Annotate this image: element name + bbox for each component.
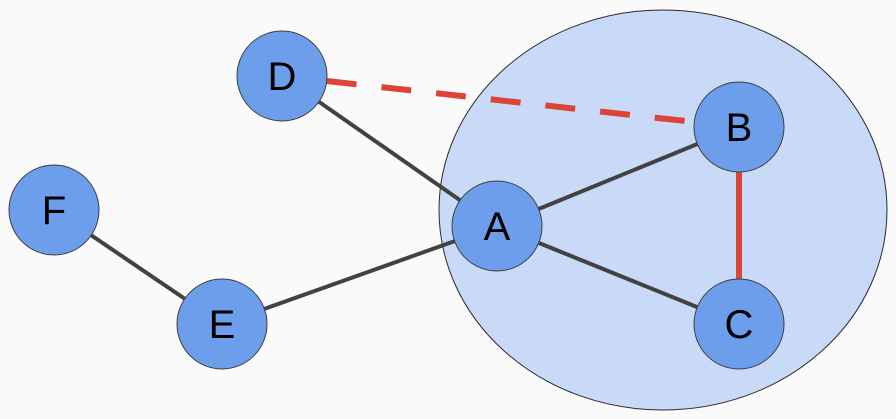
- node-circle: [451, 180, 543, 272]
- node-label: C: [725, 303, 754, 347]
- node-circle: [693, 278, 785, 370]
- node-label: D: [268, 55, 297, 99]
- node-label: B: [726, 106, 753, 150]
- node-circle: [693, 81, 785, 173]
- node-c: C: [693, 278, 785, 370]
- node-label: F: [42, 189, 66, 233]
- node-a: A: [451, 180, 543, 272]
- edge-a-b: [537, 142, 699, 211]
- node-label: E: [209, 303, 236, 347]
- edge-e-a: [263, 239, 456, 311]
- edge-a-c: [537, 241, 699, 309]
- node-f: F: [8, 164, 100, 256]
- node-d: D: [236, 30, 328, 122]
- node-e: E: [176, 278, 268, 370]
- edge-f-e: [90, 233, 186, 301]
- node-b: B: [693, 81, 785, 173]
- node-label: A: [484, 205, 511, 249]
- node-circle: [236, 30, 328, 122]
- edges-layer: [90, 78, 742, 311]
- nodes-layer: A B C D E F: [8, 30, 785, 370]
- edge-d-b: [326, 78, 695, 125]
- node-circle: [8, 164, 100, 256]
- edge-d-a: [317, 100, 462, 202]
- node-circle: [176, 278, 268, 370]
